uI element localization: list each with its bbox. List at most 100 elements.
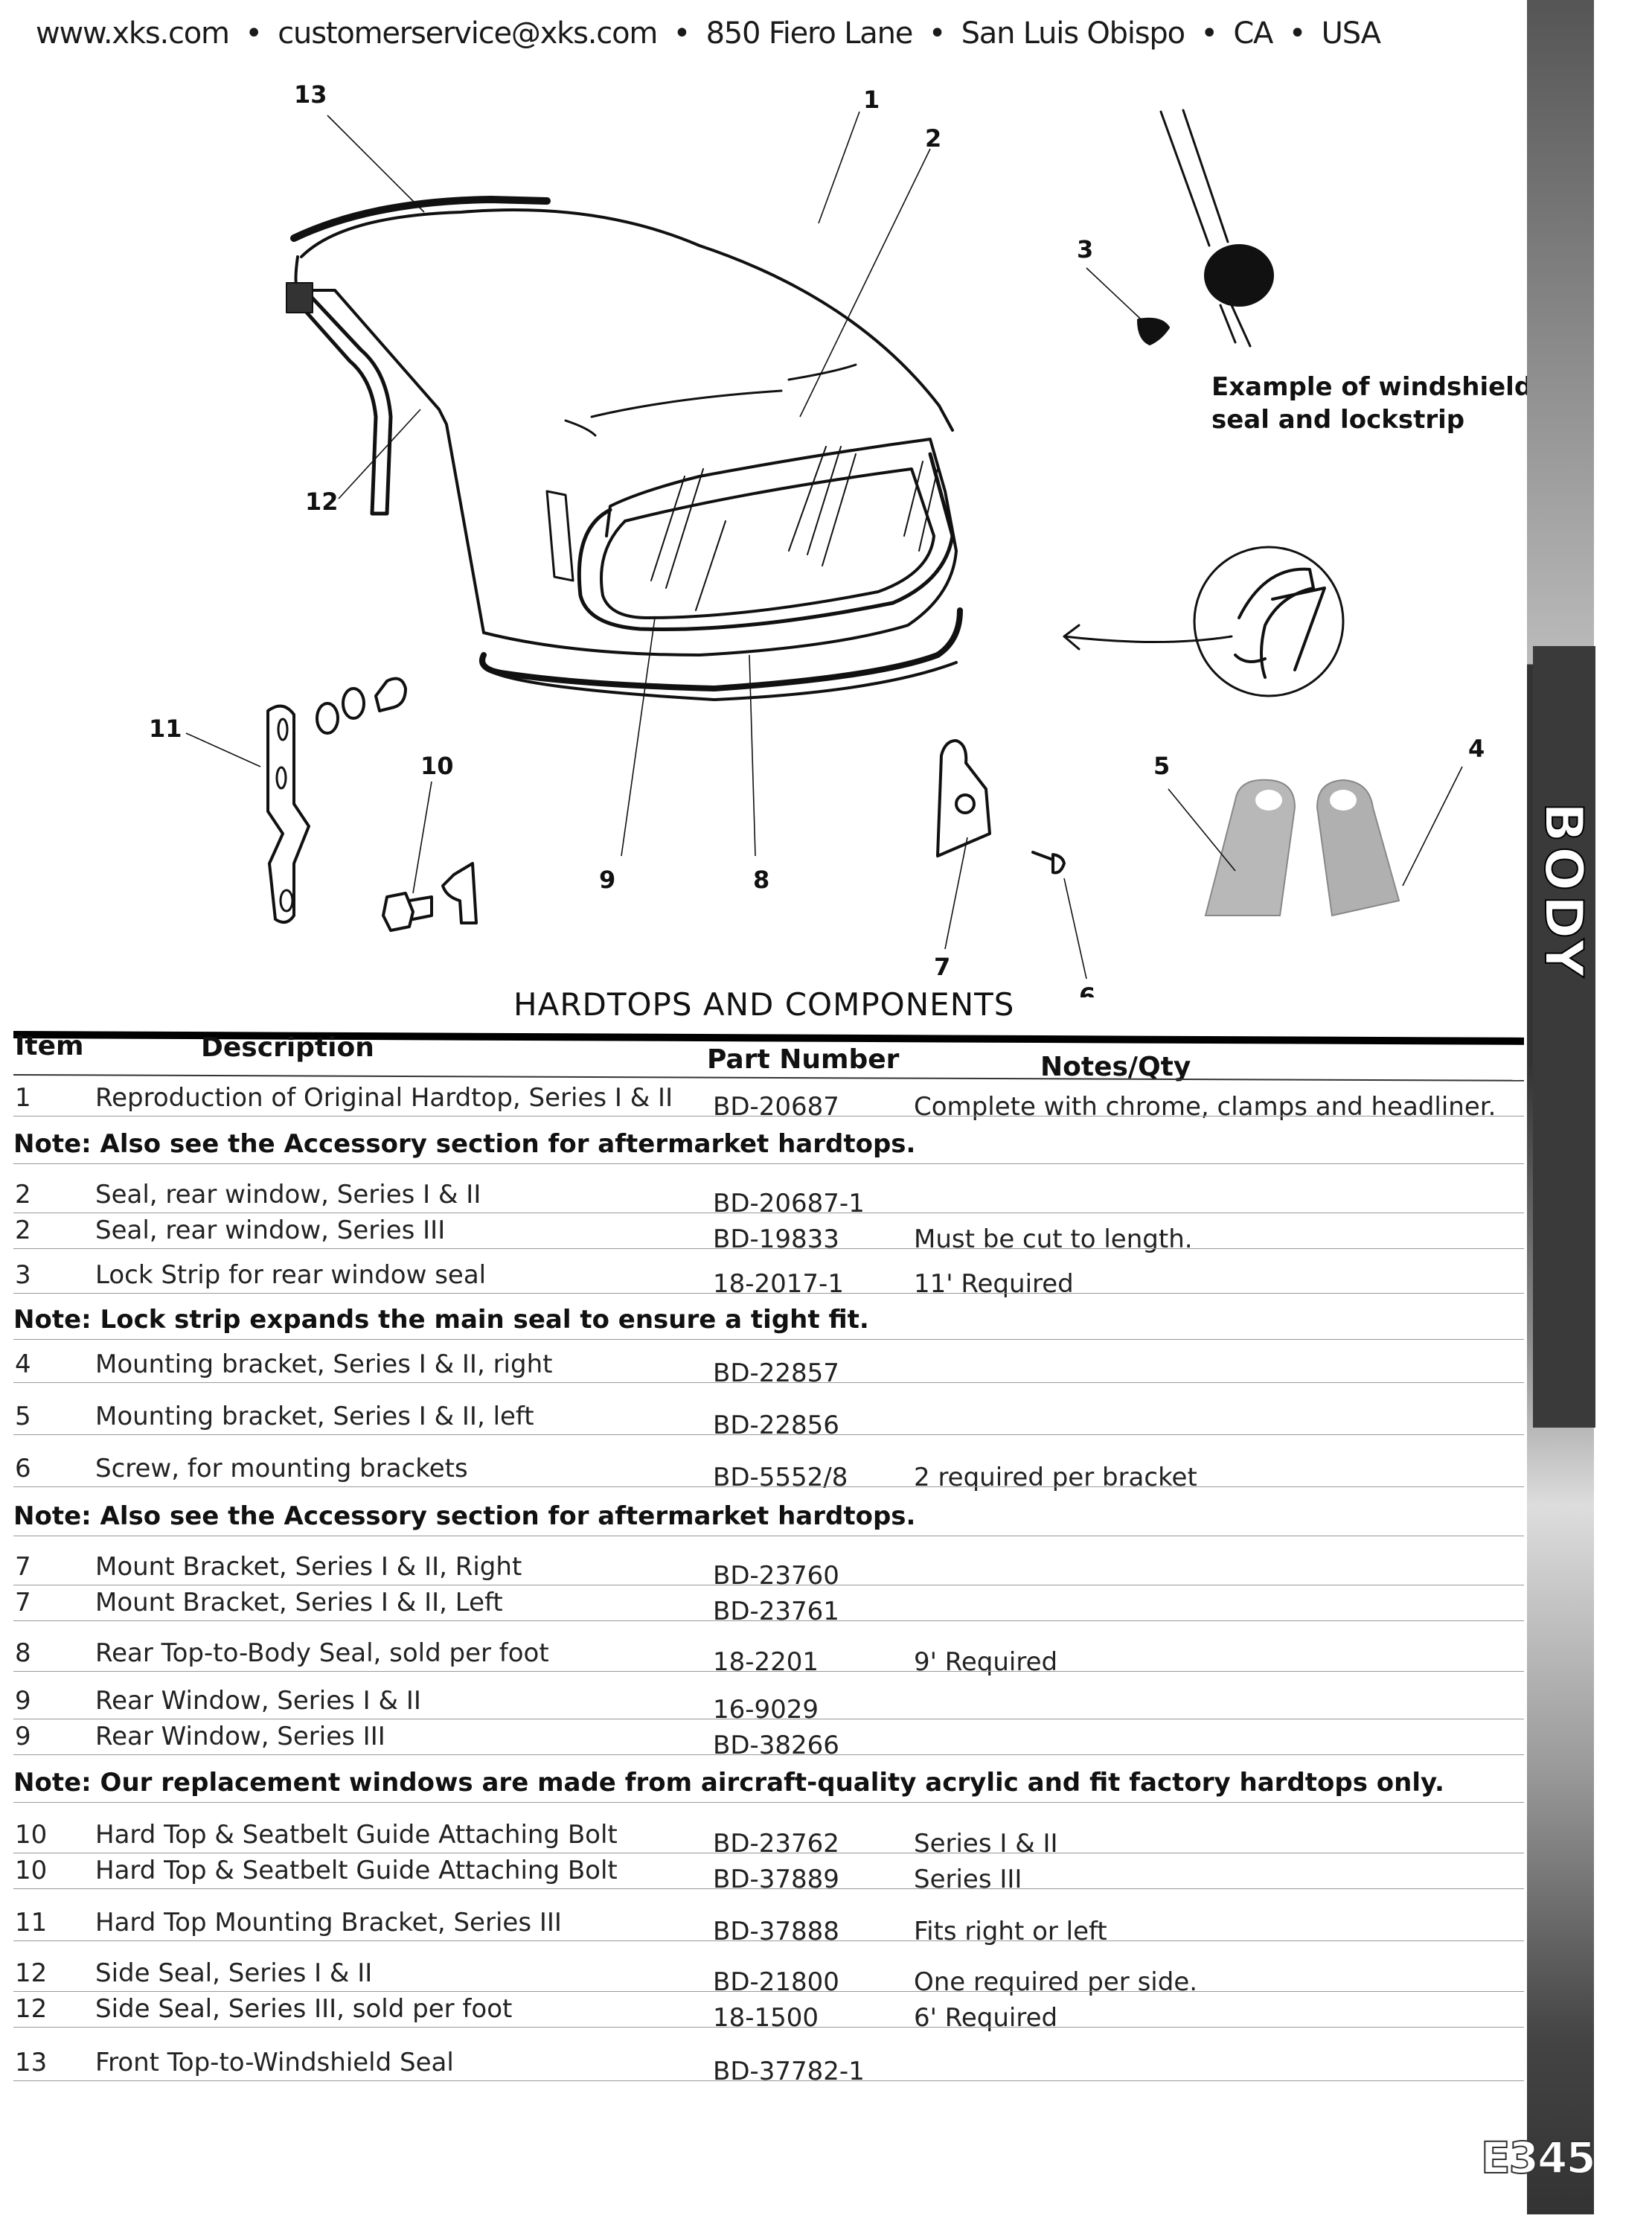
part-number-cell[interactable]: BD-23761 (713, 1597, 839, 1626)
row-divider (13, 1486, 1524, 1487)
part-number-cell[interactable]: 18-1500 (713, 2003, 819, 2033)
hardtop-exploded-diagram: 13 1 2 3 4 5 6 7 8 9 10 11 12 (149, 80, 1485, 997)
callout-9: 9 (599, 866, 615, 894)
part-number-cell[interactable]: 18-2017-1 (713, 1269, 844, 1299)
table-header-row: Item Description Part Number Notes/Qty (13, 1031, 1524, 1082)
part-number-cell[interactable]: BD-22857 (713, 1358, 839, 1388)
item-cell: 12 (15, 1994, 48, 2024)
part-number-cell[interactable]: BD-22856 (713, 1411, 839, 1440)
note-text: Note: Lock strip expands the main seal t… (13, 1305, 869, 1335)
separator: • (928, 16, 947, 51)
seatbelt-guide-part (441, 862, 478, 924)
leader-lines (185, 111, 1463, 980)
part-number-cell[interactable]: BD-37888 (713, 1917, 839, 1946)
notes-cell: 2 required per bracket (914, 1463, 1197, 1492)
notes-cell: Must be cut to length. (914, 1224, 1193, 1254)
inset-caption-line1: Example of windshield (1211, 372, 1533, 402)
callout-10: 10 (420, 752, 454, 780)
description-cell: Mounting bracket, Series I & II, left (95, 1402, 534, 1431)
row-divider (13, 1293, 1524, 1294)
mounting-bracket-right-part (1316, 779, 1400, 917)
part-number-cell[interactable]: 18-2201 (713, 1647, 819, 1677)
hardtop-shell-part (300, 208, 954, 432)
description-cell: Screw, for mounting brackets (95, 1454, 468, 1483)
callout-8: 8 (753, 866, 769, 894)
part-number-cell[interactable]: BD-37782-1 (713, 2057, 865, 2086)
callout-1: 1 (863, 86, 880, 114)
description-cell: Lock Strip for rear window seal (95, 1260, 487, 1290)
table-note: Note: Our replacement windows are made f… (13, 1768, 1524, 1803)
description-cell: Mounting bracket, Series I & II, right (95, 1349, 553, 1379)
screw-part (1031, 851, 1066, 875)
state: CA (1233, 16, 1273, 51)
part-number-cell[interactable]: BD-20687 (713, 1092, 839, 1122)
part-number-cell[interactable]: 16-9029 (713, 1695, 819, 1725)
callout-12: 12 (305, 488, 339, 516)
callout-4: 4 (1468, 735, 1485, 763)
description-cell: Hard Top & Seatbelt Guide Attaching Bolt (95, 1820, 618, 1850)
description-cell: Side Seal, Series III, sold per foot (95, 1994, 513, 2024)
description-cell: Rear Top-to-Body Seal, sold per foot (95, 1638, 549, 1668)
email-link[interactable]: customerservice@xks.com (278, 16, 658, 51)
row-divider (13, 2027, 1524, 2028)
item-cell: 2 (15, 1215, 31, 1245)
row-divider (13, 1620, 1524, 1621)
mounting-bracket-left-part (1204, 779, 1296, 916)
table-note: Note: Also see the Accessory section for… (13, 1501, 1524, 1536)
website-link[interactable]: www.xks.com (36, 16, 230, 51)
header-notes: Notes/Qty (1040, 1052, 1191, 1082)
part-number-cell[interactable]: BD-5552/8 (713, 1463, 848, 1492)
callout-7: 7 (934, 953, 950, 981)
part-number-cell[interactable]: BD-20687-1 (713, 1189, 865, 1218)
item-cell: 7 (15, 1588, 31, 1617)
section-tab-body[interactable]: BODY (1532, 802, 1595, 983)
item-cell: 10 (15, 1856, 48, 1885)
separator: • (1200, 16, 1218, 51)
callout-11: 11 (149, 715, 182, 743)
callout-2: 2 (925, 124, 941, 153)
part-number-cell[interactable]: BD-23762 (713, 1829, 839, 1859)
body-seal-part (479, 607, 963, 691)
row-divider (13, 1754, 1524, 1755)
callout-5: 5 (1153, 752, 1170, 780)
part-number-cell[interactable]: BD-21800 (713, 1967, 839, 1997)
part-number-cell[interactable]: BD-37889 (713, 1865, 839, 1894)
description-cell: Side Seal, Series I & II (95, 1958, 373, 1988)
row-divider (13, 1940, 1524, 1941)
page-number: E345 (1480, 2132, 1597, 2184)
table-row: 12 Side Seal, Series III, sold per foot 18… (13, 1994, 1524, 2033)
contact-header: www.xks.com • customerservice@xks.com • … (36, 16, 1381, 51)
part-number-cell[interactable]: BD-19833 (713, 1224, 839, 1254)
description-cell: Hard Top & Seatbelt Guide Attaching Bolt (95, 1856, 618, 1885)
seal-cross-section-inset (1193, 546, 1345, 697)
mounting-brackets-photo (1204, 779, 1400, 917)
notes-cell: Series I & II (914, 1829, 1058, 1859)
item-cell: 9 (15, 1722, 31, 1751)
part-number-cell[interactable]: BD-38266 (713, 1731, 839, 1760)
header-item: Item (15, 1031, 84, 1061)
body-tab-band (1533, 646, 1595, 1428)
row-divider (13, 1802, 1524, 1803)
part-number-cell[interactable]: BD-23760 (713, 1561, 839, 1591)
item-cell: 4 (15, 1349, 31, 1379)
description-cell: Front Top-to-Windshield Seal (95, 2048, 454, 2077)
attaching-bolt-part (382, 892, 433, 932)
notes-cell: 11' Required (914, 1269, 1074, 1299)
row-divider (13, 2080, 1524, 2081)
note-text: Note: Our replacement windows are made f… (13, 1768, 1444, 1798)
table-note: Note: Also see the Accessory section for… (13, 1129, 1524, 1164)
mounting-bracket-series3-part (266, 704, 310, 924)
callout-3: 3 (1077, 235, 1093, 263)
description-cell: Seal, rear window, Series I & II (95, 1180, 481, 1210)
mount-bracket-part (936, 739, 991, 857)
description-cell: Rear Window, Series I & II (95, 1686, 421, 1716)
